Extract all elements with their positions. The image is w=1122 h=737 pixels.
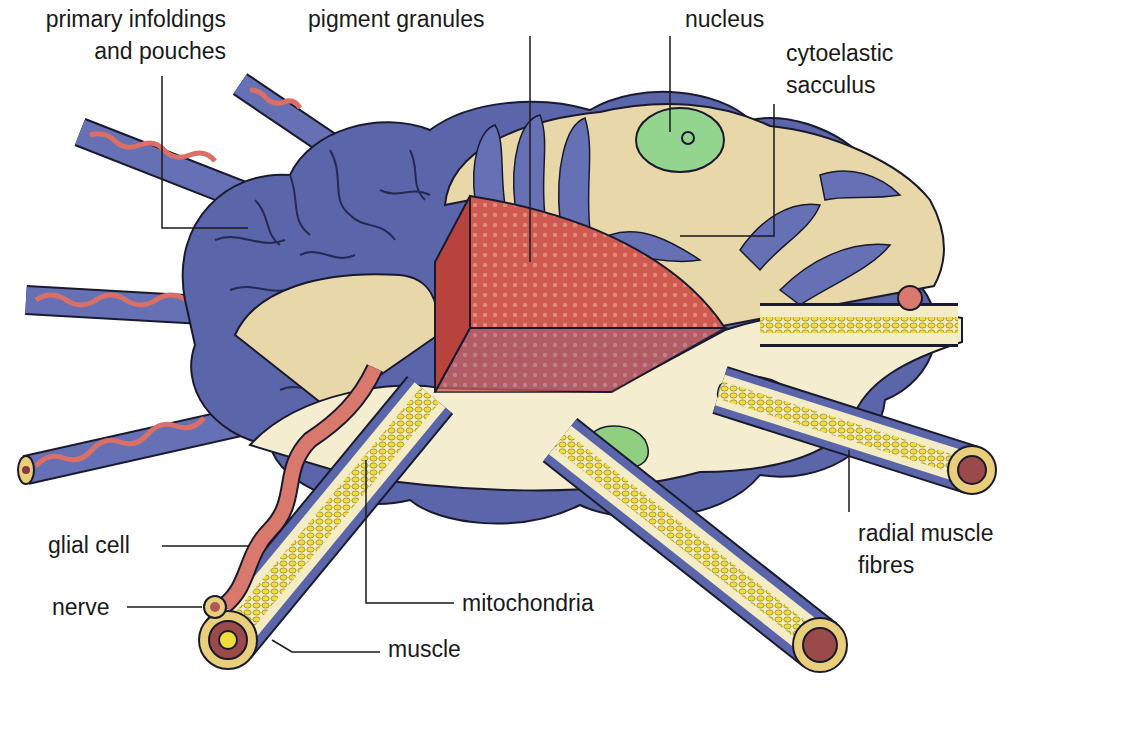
part-label: primary infoldings and pouches [12, 4, 226, 67]
leader-lines [127, 36, 849, 652]
part-label: muscle [388, 634, 461, 666]
part-label: nucleus [685, 4, 764, 36]
glial-nerve [204, 286, 922, 618]
part-label: glial cell [48, 530, 130, 562]
radial-arms [228, 325, 972, 645]
part-label: pigment granules [308, 4, 484, 36]
pigment-block [435, 196, 725, 392]
part-label: cytoelastic sacculus [786, 38, 921, 101]
part-label: mitochondria [462, 588, 594, 620]
nucleus-shape [636, 108, 724, 172]
part-label: nerve [52, 592, 110, 624]
part-label: radial muscle fibres [858, 518, 1018, 581]
